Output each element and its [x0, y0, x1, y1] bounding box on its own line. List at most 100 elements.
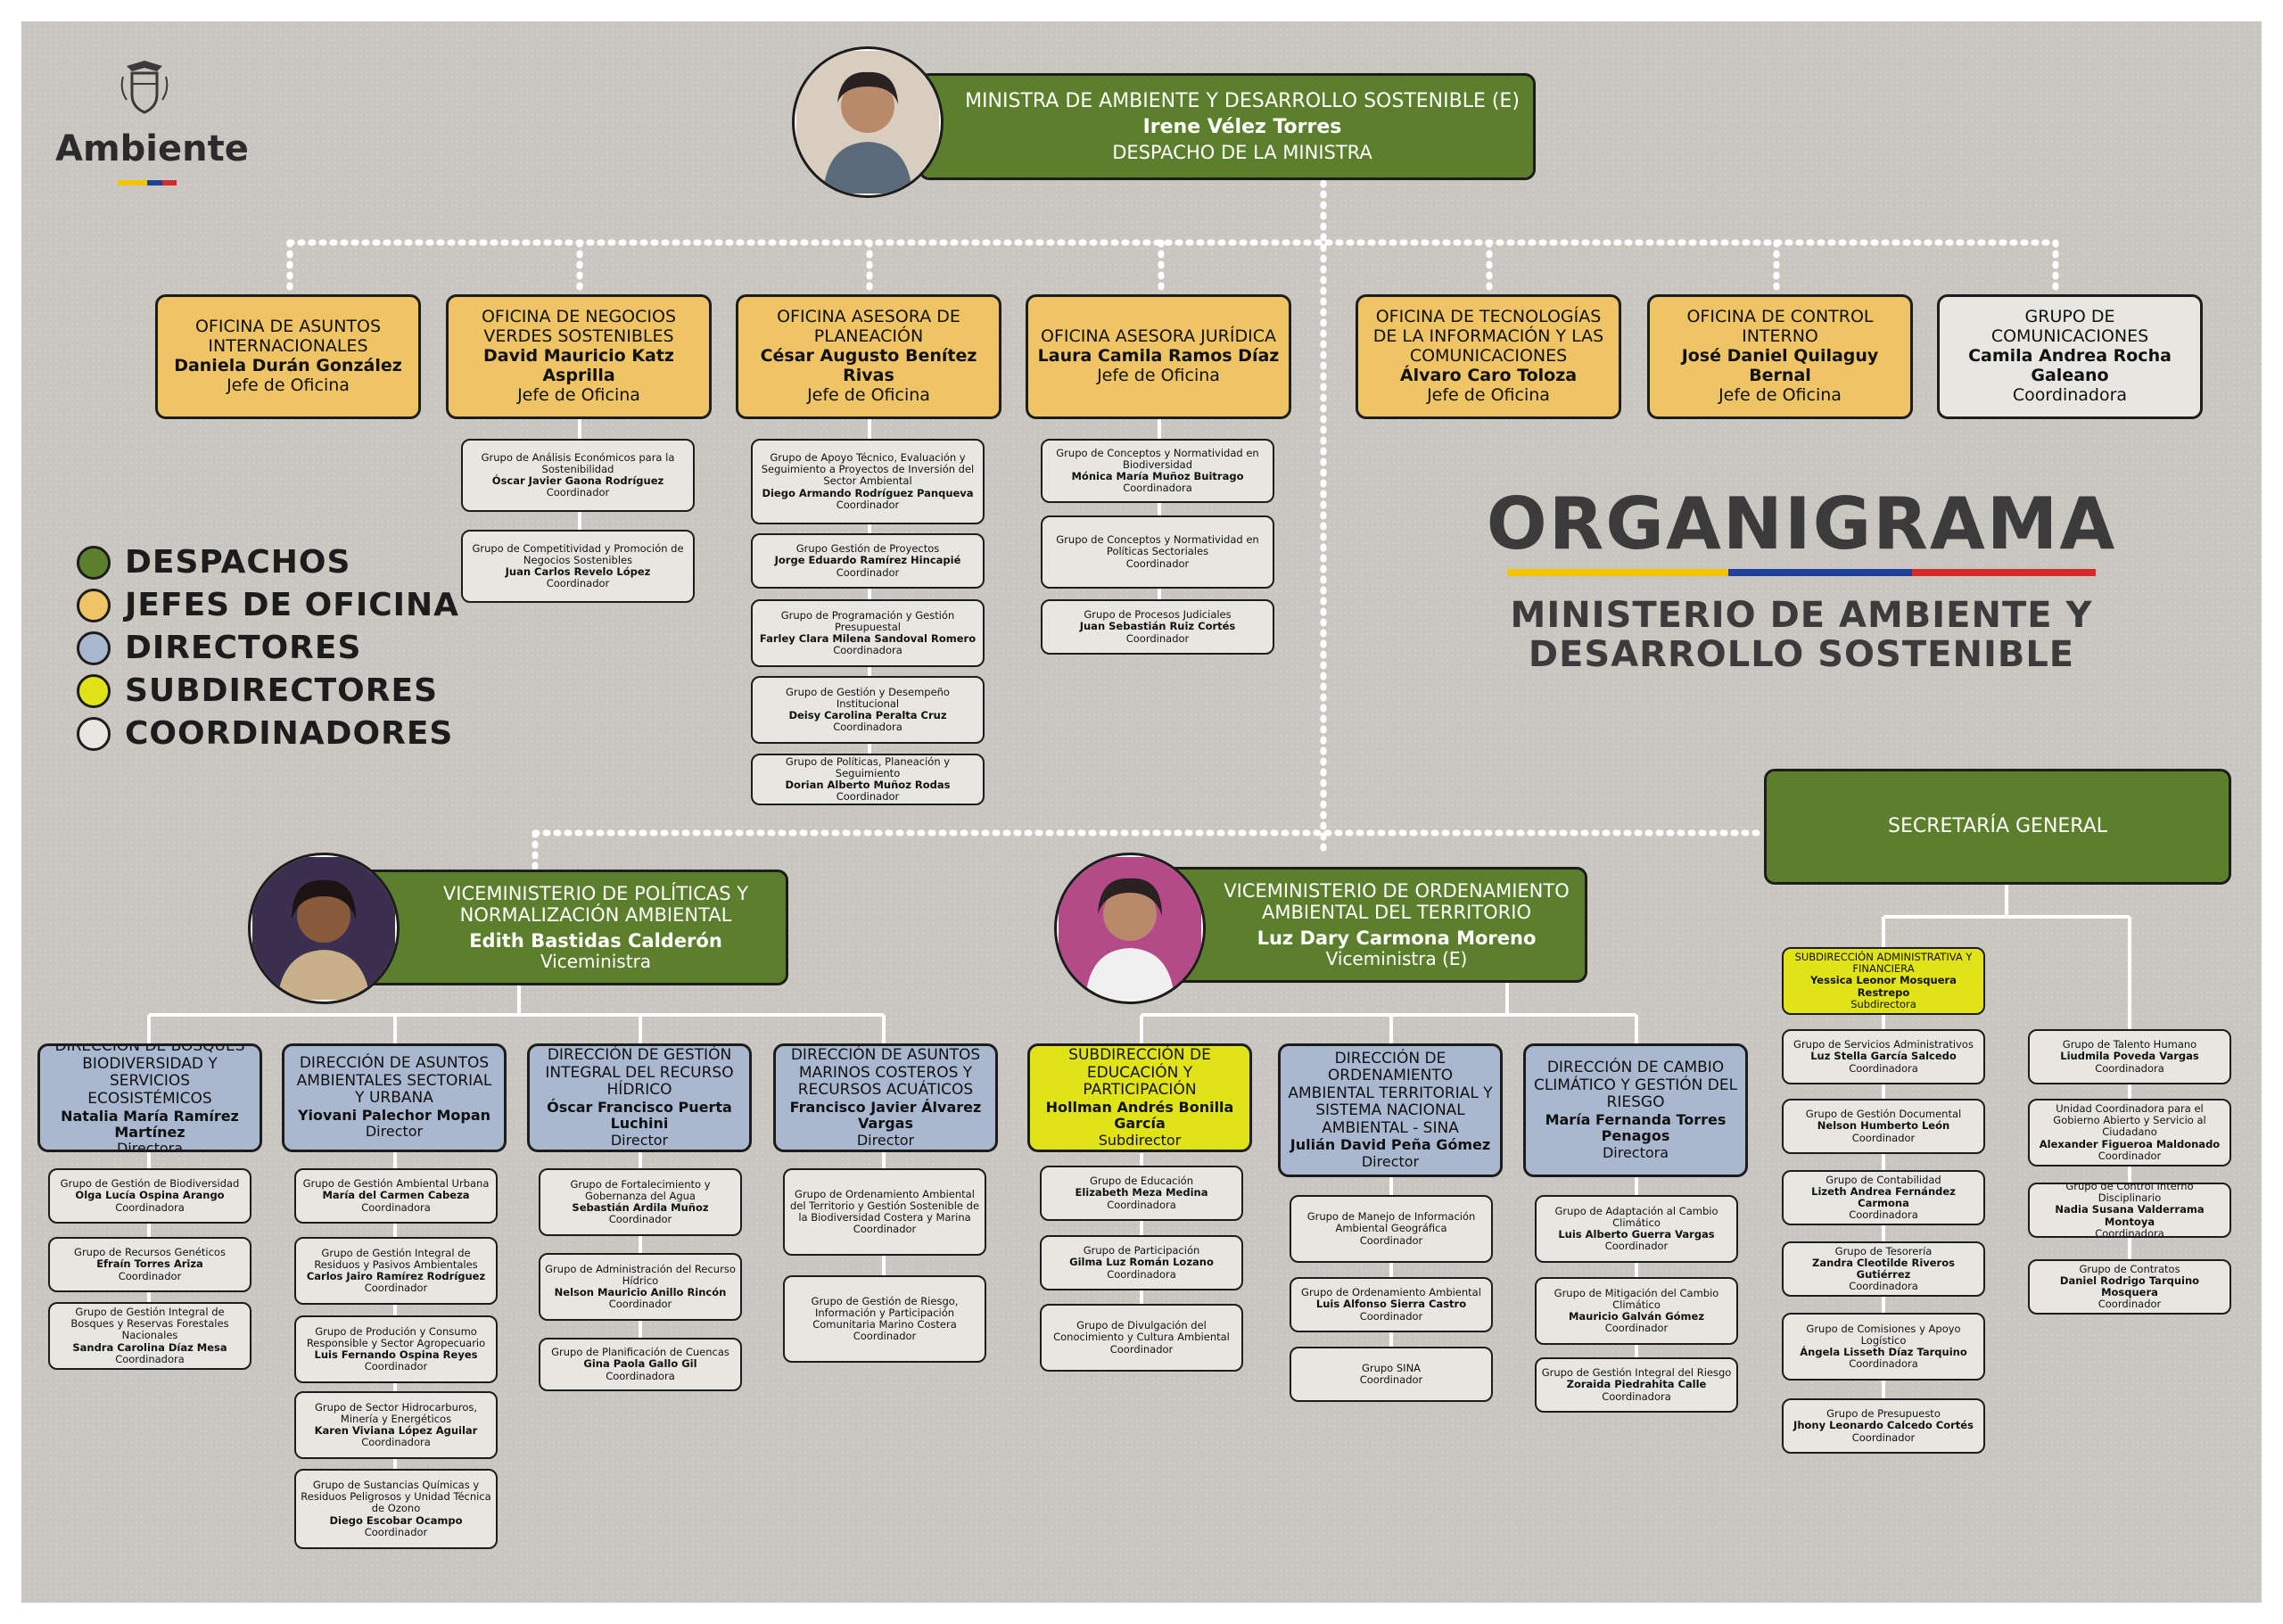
person-role: Coordinador [2098, 1149, 2162, 1162]
group-box[interactable]: Grupo de Gestión y Desempeño Institucion… [751, 676, 985, 744]
legend-label: SUBDIRECTORES [125, 672, 439, 709]
legend-item: DIRECTORES [77, 630, 361, 666]
group-box[interactable]: Grupo de Produción y Consumo Responsible… [294, 1315, 498, 1383]
group-box[interactable]: Grupo de Fortalecimiento y Gobernanza de… [539, 1168, 742, 1236]
subdir-admin-box[interactable]: SUBDIRECCIÓN ADMINISTRATIVA Y FINANCIERA… [1782, 947, 1985, 1015]
coat-of-arms-icon [120, 61, 169, 114]
person-role: Director [856, 1131, 915, 1149]
group-box[interactable]: Grupo de Políticas, Planeación y Seguimi… [751, 754, 985, 805]
secretaria-general-box[interactable]: SECRETARÍA GENERAL [1764, 769, 2231, 885]
person-role: Subdirectora [1850, 997, 1916, 1010]
person-role: Coordinador [1604, 1240, 1669, 1253]
group-box[interactable]: Grupo de Ordenamiento Ambiental del Terr… [783, 1168, 986, 1256]
group-box[interactable]: Grupo de Conceptos y Normatividad en Bio… [1041, 439, 1274, 503]
group-box[interactable]: Grupo de Divulgación del Conocimiento y … [1040, 1304, 1243, 1372]
unit-title: GRUPO DE COMUNICACIONES [1990, 307, 2149, 347]
group-box[interactable]: Grupo de Apoyo Técnico, Evaluación y Seg… [751, 439, 985, 524]
person-name: Carlos Jairo Ramírez Rodríguez [306, 1270, 486, 1282]
group-box[interactable]: Grupo de Manejo de Información Ambiental… [1290, 1195, 1493, 1263]
group-box[interactable]: Grupo de Administración del Recurso Hídr… [539, 1253, 742, 1321]
direction-box[interactable]: DIRECCIÓN DE ASUNTOS AMBIENTALES SECTORI… [282, 1043, 507, 1152]
unit-title: Grupo de Análisis Económicos para la Sos… [481, 450, 675, 475]
group-box[interactable]: Grupo de Análisis Económicos para la Sos… [461, 439, 695, 512]
group-box[interactable]: Unidad Coordinadora para el Gobierno Abi… [2028, 1099, 2231, 1166]
direction-box[interactable]: DIRECCIÓN DE ORDENAMIENTO AMBIENTAL TERR… [1278, 1043, 1503, 1177]
group-box[interactable]: Grupo de Sustancias Químicas y Residuos … [294, 1469, 498, 1549]
vice-ordenamiento-box[interactable]: VICEMINISTERIO DE ORDENAMIENTO AMBIENTAL… [1140, 867, 1587, 983]
group-box[interactable]: Grupo de Gestión Integral de Residuos y … [294, 1237, 498, 1305]
direction-box[interactable]: DIRECCIÓN DE BOSQUES BIODIVERSIDAD Y SER… [37, 1043, 262, 1152]
group-box[interactable]: Grupo de Competitividad y Promoción de N… [461, 530, 695, 603]
person-role: Coordinadora [1849, 1280, 1918, 1293]
group-box[interactable]: Grupo de Programación y Gestión Presupue… [751, 599, 985, 667]
person-name: Ángela Lisseth Díaz Tarquino [1800, 1346, 1967, 1358]
group-box[interactable]: Grupo de Sector Hidrocarburos, Minería y… [294, 1391, 498, 1459]
unit-title: Grupo de Gestión Documental [1805, 1108, 1962, 1121]
person-role: Jefe de Oficina [1427, 384, 1550, 405]
direction-box[interactable]: DIRECCIÓN DE ASUNTOS MARINOS COSTEROS Y … [773, 1043, 998, 1152]
vice-politicas-box[interactable]: VICEMINISTERIO DE POLÍTICAS Y NORMALIZAC… [328, 870, 788, 985]
unit-title: Grupo de Programación y Gestión Presupue… [780, 608, 955, 633]
person-role: Coordinador [546, 486, 610, 499]
person-name: Zandra Cleotilde Riveros Gutiérrez [1812, 1256, 1955, 1281]
group-box[interactable]: Grupo de Gestión Integral de Bosques y R… [48, 1302, 251, 1370]
person-role: Coordinadora [1123, 482, 1192, 495]
person-name: Luz Stella García Salcedo [1810, 1050, 1957, 1063]
person-name: María Fernanda Torres Penagos [1545, 1110, 1727, 1145]
minister-box[interactable]: MINISTRA DE AMBIENTE Y DESARROLLO SOSTEN… [919, 73, 1536, 180]
unit-title: OFICINA ASESORA JURÍDICA [1041, 326, 1276, 347]
person-name: Sandra Carolina Díaz Mesa [72, 1340, 227, 1354]
unit-title: Grupo de Contratos [2079, 1262, 2180, 1275]
unit-title: Grupo de Gestión Ambiental Urbana [302, 1177, 490, 1191]
unit-title: Grupo de Administración del Recurso Hídr… [545, 1262, 736, 1287]
title-color-bar [1507, 569, 2096, 576]
office-box[interactable]: OFICINA DE TECNOLOGÍAS DE LA INFORMACIÓN… [1356, 294, 1621, 419]
group-box[interactable]: Grupo de Conceptos y Normatividad en Pol… [1041, 515, 1274, 589]
minister-photo [792, 46, 944, 198]
group-box[interactable]: Grupo de Gestión de Riesgo, Información … [783, 1275, 986, 1363]
person-name: Alexander Figueroa Maldonado [2039, 1137, 2221, 1150]
person-name: Juan Sebastián Ruiz Cortés [1079, 620, 1236, 633]
person-name: Yiovani Palechor Mopan [297, 1106, 491, 1124]
unit-title: Grupo de Control Interno Disciplinario [2065, 1183, 2194, 1205]
unit-title: Grupo de Servicios Administrativos [1793, 1038, 1974, 1051]
direction-box[interactable]: SUBDIRECCIÓN DE EDUCACIÓN Y PARTICIPACIÓ… [1027, 1043, 1252, 1152]
unit-title: Grupo de Manejo de Información Ambiental… [1306, 1210, 1476, 1235]
person-role: Coordinadora [361, 1200, 431, 1214]
direction-box[interactable]: DIRECCIÓN DE GESTIÓN INTEGRAL DEL RECURS… [527, 1043, 752, 1152]
unit-title: Grupo de Comisiones y Apoyo Logístico [1806, 1322, 1961, 1347]
direction-box[interactable]: DIRECCIÓN DE CAMBIO CLIMÁTICO Y GESTIÓN … [1523, 1043, 1748, 1177]
unit-title: SUBDIRECCIÓN DE EDUCACIÓN Y PARTICIPACIÓ… [1068, 1046, 1211, 1100]
person-role: Coordinadora [2095, 1061, 2164, 1075]
person-name: Nelson Humberto León [1817, 1119, 1950, 1133]
group-box[interactable]: Grupo de Mitigación del Cambio Climático… [1535, 1277, 1738, 1345]
person-name: Farley Clara Milena Sandoval Romero [759, 632, 977, 645]
